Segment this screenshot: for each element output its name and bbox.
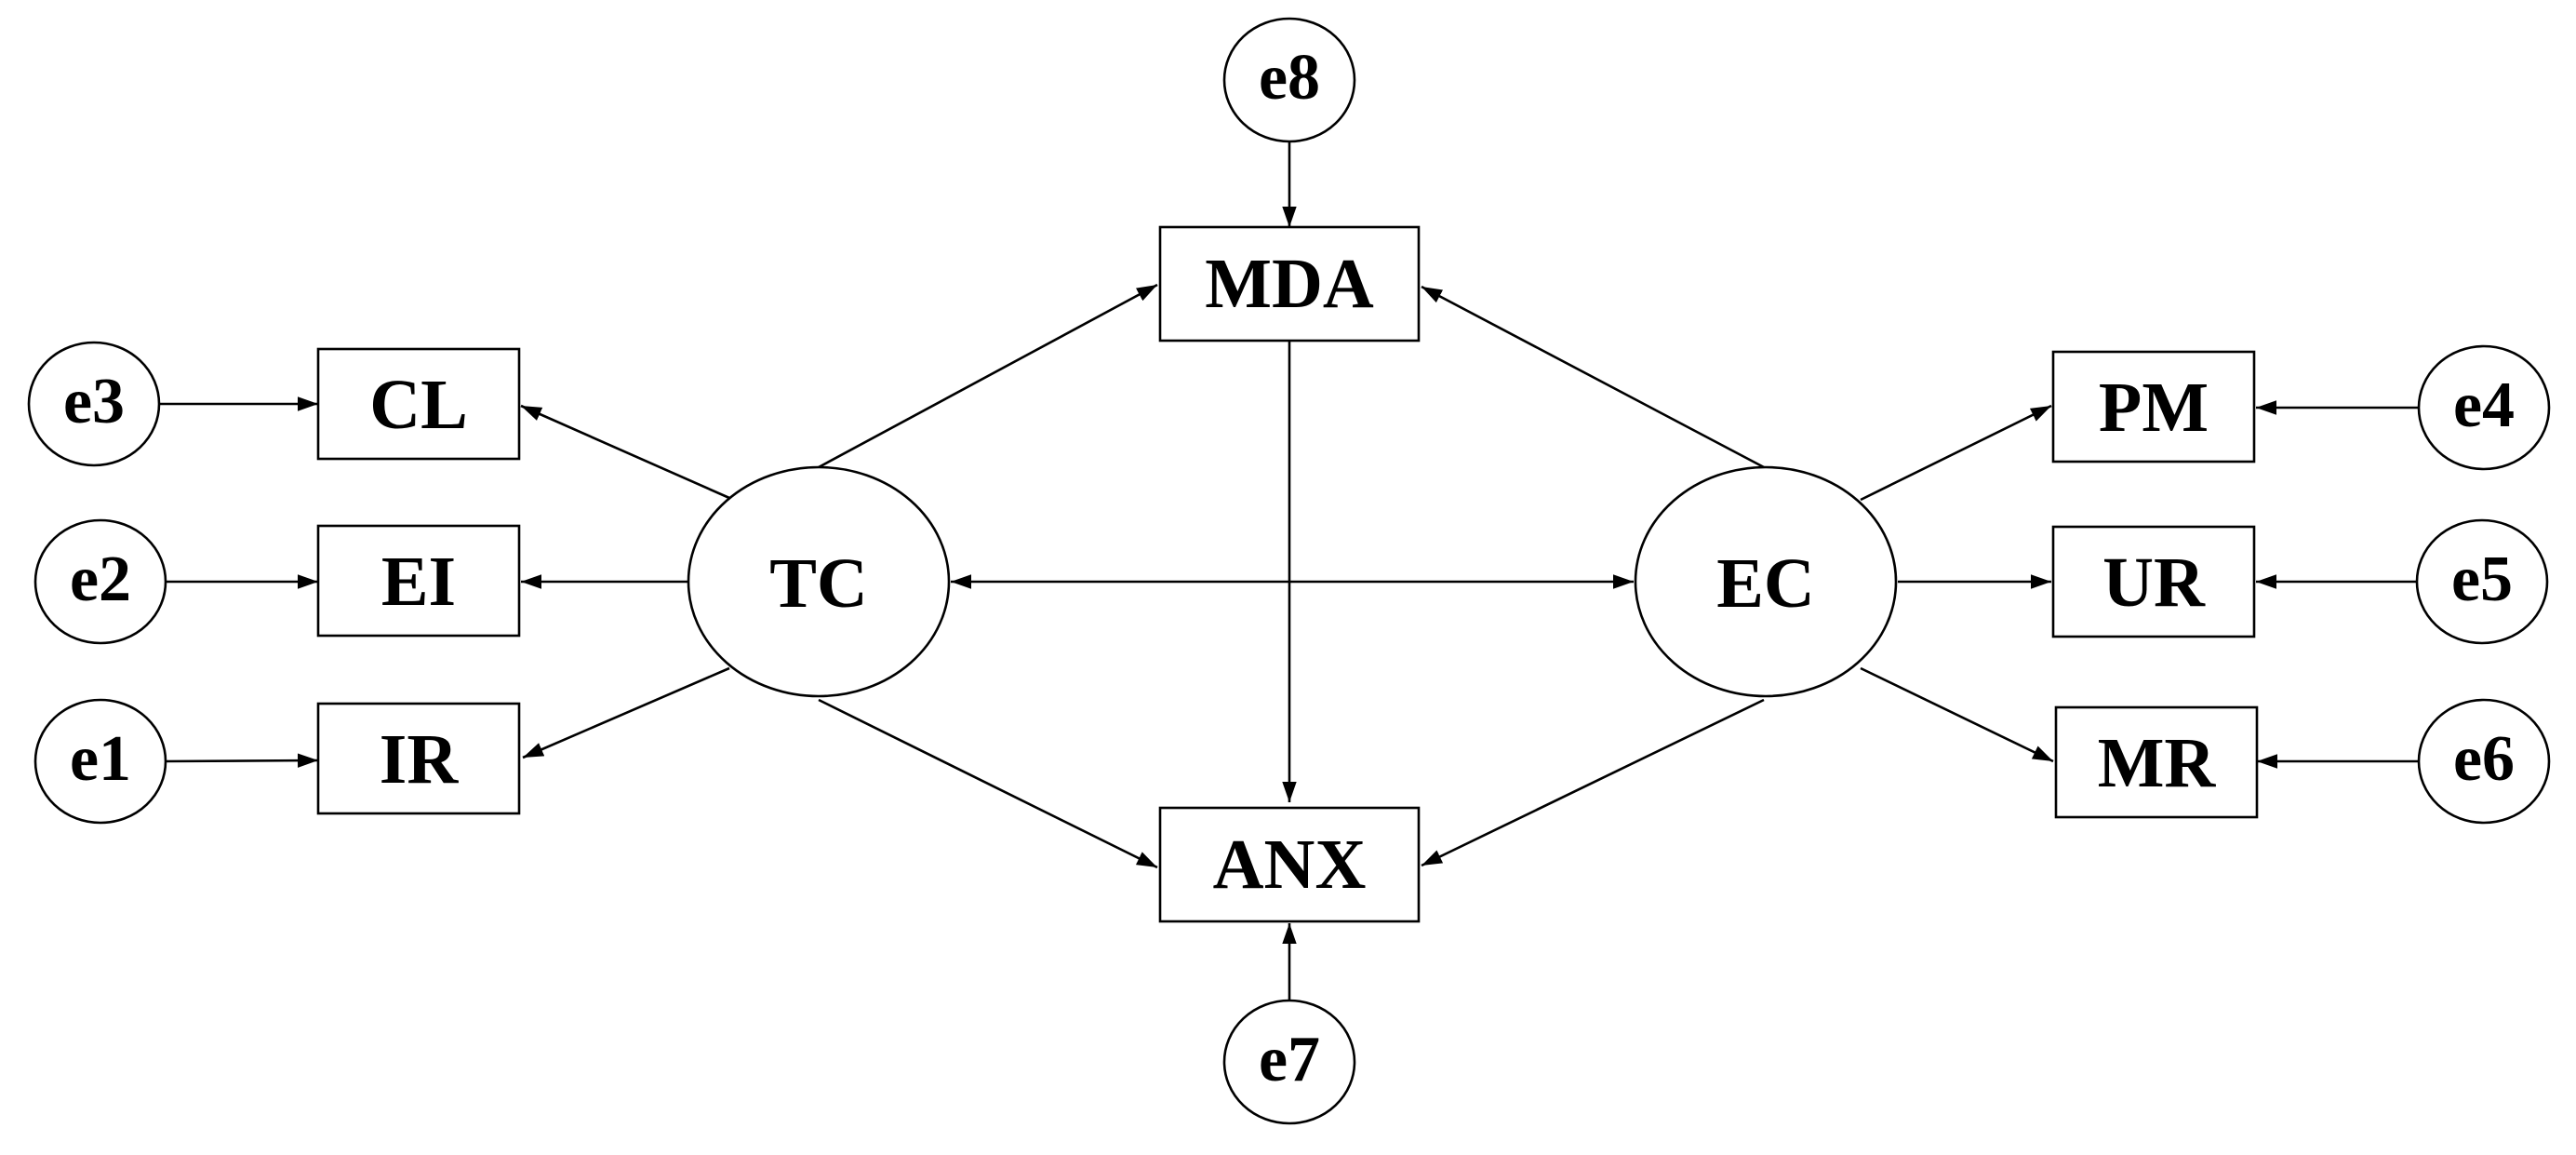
observed-label-anx: ANX [1213,826,1367,904]
arrow-ec-to-mr [1860,666,2054,763]
arrow-tc-to-anx [818,698,1158,869]
observed-label-pm: PM [2099,369,2209,447]
observed-label-ir: IR [380,720,460,799]
error-label-e8: e8 [1259,42,1320,114]
error-node-e6: e6 [2417,698,2551,825]
error-node-e5: e5 [2415,518,2549,645]
error-label-e7: e7 [1259,1024,1320,1095]
observed-node-mda: MDA [1158,225,1421,342]
error-label-e3: e3 [63,366,125,437]
latent-label-ec: EC [1716,544,1815,623]
error-label-e6: e6 [2453,723,2515,795]
observed-node-cl: CL [316,347,521,461]
observed-node-ur: UR [2051,525,2256,638]
arrow-tc-to-cl [520,404,730,500]
observed-node-ei: EI [316,524,521,638]
error-label-e5: e5 [2451,544,2513,615]
observed-label-mda: MDA [1205,245,1374,323]
observed-node-anx: ANX [1158,806,1421,923]
error-node-e3: e3 [27,341,161,467]
observed-node-ir: IR [316,702,521,815]
latent-node-tc: TC [687,465,951,698]
observed-node-pm: PM [2051,350,2256,463]
error-node-e2: e2 [33,518,167,645]
arrow-ec-to-pm [1860,404,2052,502]
error-node-e8: e8 [1222,17,1356,143]
arrow-ec-to-mda [1421,285,1765,469]
error-node-e4: e4 [2417,344,2551,471]
error-node-e1: e1 [33,698,167,825]
error-label-e4: e4 [2453,369,2515,441]
latent-node-ec: EC [1634,465,1898,698]
observed-label-ur: UR [2102,544,2206,622]
observed-label-cl: CL [369,366,468,444]
latent-label-tc: TC [769,544,868,623]
error-node-e7: e7 [1222,999,1356,1125]
observed-label-mr: MR [2098,724,2217,802]
arrow-e1-to-ir [164,753,319,768]
arrow-tc-to-mda [818,283,1158,469]
arrow-ec-to-anx [1421,698,1765,867]
error-label-e1: e1 [70,723,131,795]
observed-node-mr: MR [2054,705,2259,819]
error-label-e2: e2 [70,544,131,615]
observed-label-ei: EI [381,543,456,621]
arrow-tc-to-ir [522,666,730,759]
